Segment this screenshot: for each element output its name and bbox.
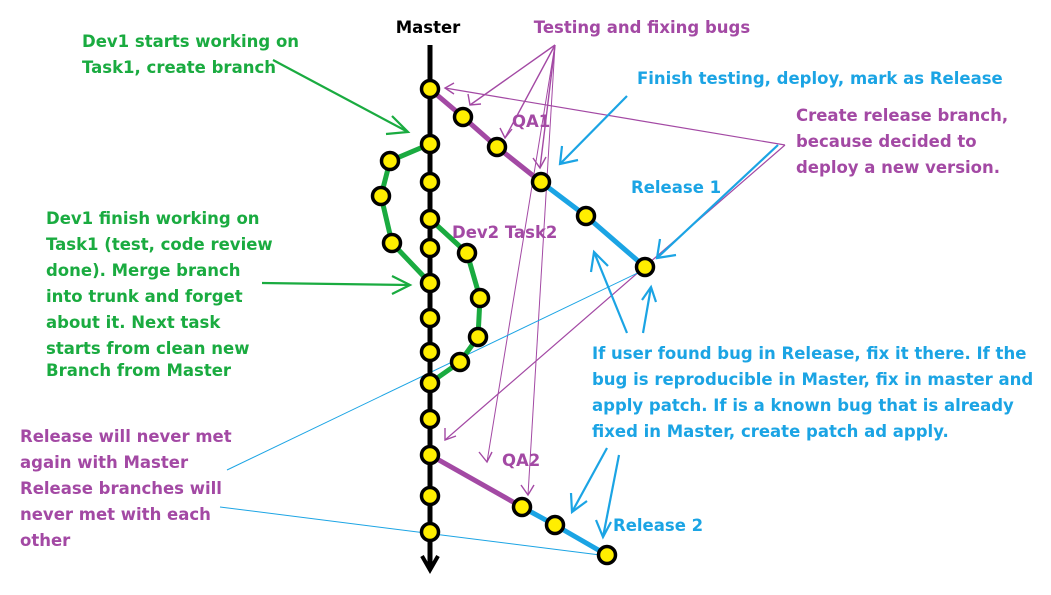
testing-connector: [504, 44, 556, 139]
qa1-commit: [530, 171, 552, 193]
dev1-commit: [381, 232, 403, 254]
release-never-connector: [226, 267, 649, 471]
master-commit: [419, 78, 441, 100]
testing-connector: [486, 44, 556, 463]
dev2-commit: [456, 242, 478, 264]
commit-nodes: [370, 78, 656, 566]
qa1-commit: [486, 136, 508, 158]
testing-connector: [527, 44, 556, 496]
purple-arrowheads: [443, 82, 547, 497]
dev2-commit: [469, 287, 491, 309]
release1-label: Release 1: [631, 178, 721, 197]
master-commit: [419, 408, 441, 430]
bug-fix-text: If user found bug in Release, fix it the…: [592, 344, 1039, 441]
create-release-text: Create release branch, because decided t…: [796, 106, 1014, 177]
dev1-start-text: Dev1 starts working on Task1, create bra…: [82, 32, 305, 77]
release-never-text: Release will never met again with Master…: [20, 427, 237, 550]
qa2-label: QA2: [502, 451, 540, 470]
green-arrows: [261, 59, 413, 295]
testing-connector: [469, 44, 556, 106]
finish-testing-label: Finish testing, deploy, mark as Release: [637, 69, 1003, 88]
create-release-connector: [444, 144, 786, 441]
master-commit: [419, 272, 441, 294]
master-commit: [419, 444, 441, 466]
release2-commit: [544, 514, 566, 536]
annotation-connectors: [219, 44, 786, 557]
release-never-connector: [219, 506, 609, 557]
master-commit: [419, 307, 441, 329]
master-commit: [419, 372, 441, 394]
testing-label: Testing and fixing bugs: [534, 18, 751, 37]
qa1-branch: [428, 87, 543, 184]
dev2-label: Dev2 Task2: [452, 223, 557, 242]
master-label: Master: [396, 18, 461, 37]
qa1-commit: [452, 106, 474, 128]
dev2-commit: [467, 326, 489, 348]
release2-label: Release 2: [613, 516, 703, 535]
master-commit: [419, 171, 441, 193]
master-commit: [419, 133, 441, 155]
release2-commit: [596, 544, 618, 566]
testing-connector: [539, 44, 556, 169]
blue-arrows: [558, 95, 779, 540]
release1-commit: [575, 205, 597, 227]
dev1-finish-text: Dev1 finish working on Task1 (test, code…: [46, 209, 278, 380]
release2-branch: [520, 504, 609, 558]
master-commit: [419, 521, 441, 543]
dev1-commit: [379, 150, 401, 172]
master-commit: [419, 237, 441, 259]
master-commit: [419, 208, 441, 230]
create-release-connector: [444, 87, 786, 146]
release1-commit: [634, 256, 656, 278]
qa1-label: QA1: [512, 112, 550, 131]
dev1-commit: [370, 185, 392, 207]
master-arrowhead: [420, 555, 440, 575]
qa2-commit: [511, 496, 533, 518]
dev2-commit: [449, 351, 471, 373]
qa2-branch: [428, 452, 524, 510]
master-commit: [419, 485, 441, 507]
master-commit: [419, 341, 441, 363]
